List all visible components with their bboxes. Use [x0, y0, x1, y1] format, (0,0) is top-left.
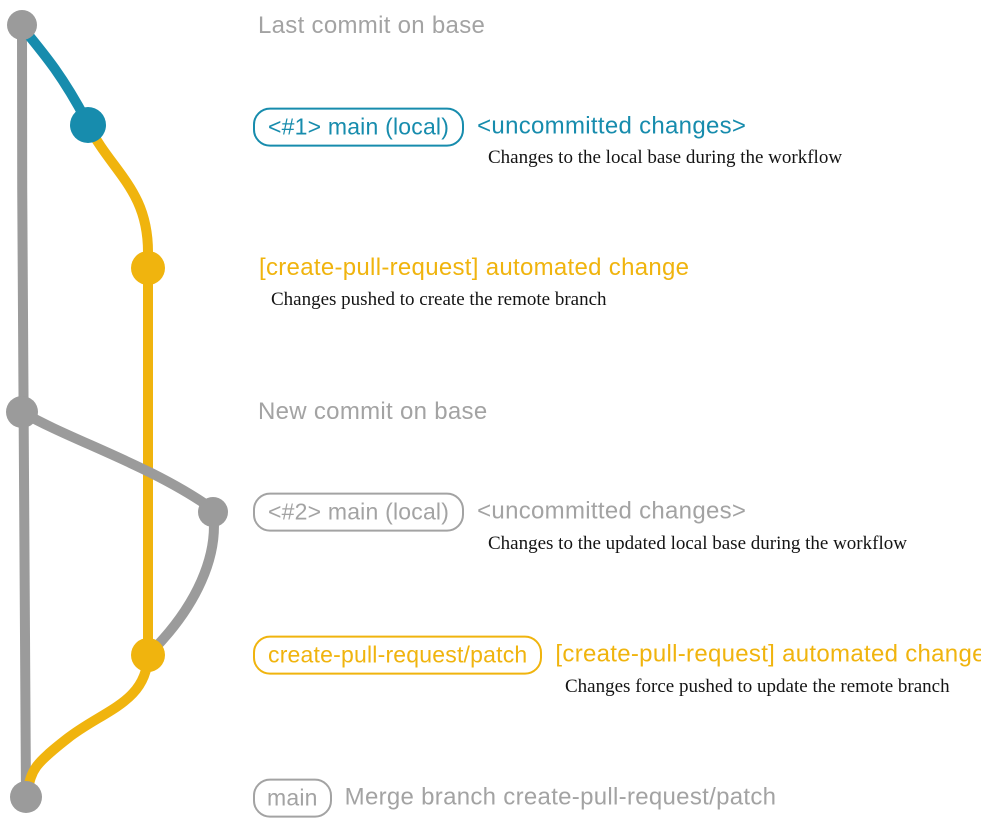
description-updated-local-base: Changes to the updated local base during…	[488, 533, 907, 554]
branch-tag-main-local-2: <#2> main (local)	[253, 492, 465, 532]
branch-tag-patch: create-pull-request/patch	[253, 635, 543, 675]
local-main-2-return-line	[148, 507, 219, 655]
row-new-commit: New commit on base	[258, 398, 488, 426]
row-main-local-1: <#1> main (local) <uncommitted changes>	[253, 107, 747, 147]
row-patch-branch: create-pull-request/patch [create-pull-r…	[253, 635, 981, 675]
automated-change-label-2: [create-pull-request] automated change	[555, 641, 981, 668]
new-commit-label: New commit on base	[258, 398, 488, 425]
local-main-1-branch-line	[17, 22, 91, 125]
patch-branch-line	[83, 120, 153, 657]
description-force-push: Changes force pushed to update the remot…	[565, 676, 950, 697]
branch-tag-main: main	[253, 778, 332, 818]
last-commit-label: Last commit on base	[258, 12, 486, 39]
row-last-commit: Last commit on base	[258, 12, 485, 40]
commit-dot-local-1	[70, 107, 106, 143]
description-local-base: Changes to the local base during the wor…	[488, 147, 843, 168]
row-main-local-2: <#2> main (local) <uncommitted changes>	[253, 492, 747, 532]
commit-dot-merge	[10, 781, 42, 813]
local-main-2-branch-line	[17, 407, 216, 513]
uncommitted-changes-label-2: <uncommitted changes>	[477, 498, 747, 525]
description-push-create: Changes pushed to create the remote bran…	[271, 289, 607, 310]
commit-graph	[6, 10, 228, 813]
branch-tag-main-local-1: <#1> main (local)	[253, 107, 465, 147]
row-merge: main Merge branch create-pull-request/pa…	[253, 778, 777, 818]
row-automated-change-1: [create-pull-request] automated change	[259, 254, 689, 282]
commit-dot-automated-2	[131, 638, 165, 672]
merge-commit-label: Merge branch create-pull-request/patch	[344, 784, 777, 811]
commit-dot-local-2	[198, 497, 228, 527]
commit-dot-new-base	[6, 396, 38, 428]
automated-change-label-1: [create-pull-request] automated change	[259, 254, 690, 281]
patch-merge-line	[22, 650, 153, 798]
base-branch-line	[17, 24, 31, 798]
commit-dot-last-base	[7, 10, 37, 40]
uncommitted-changes-label-1: <uncommitted changes>	[477, 113, 747, 140]
commit-dot-automated-1	[131, 251, 165, 285]
